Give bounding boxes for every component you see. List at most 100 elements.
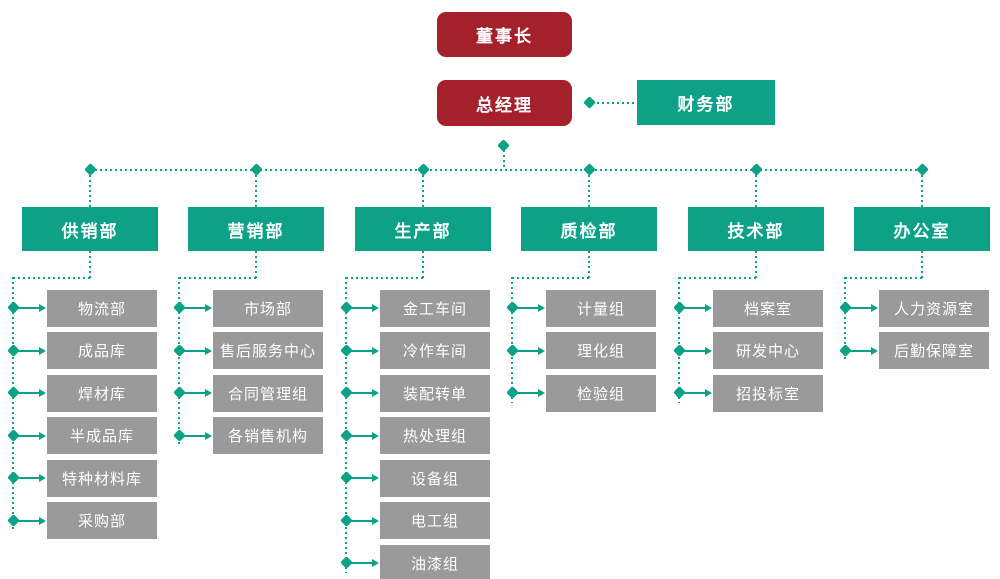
- branch-dotted-line: [255, 175, 257, 207]
- spine-dotted-line: [178, 277, 180, 446]
- arrow-line: [350, 519, 372, 522]
- sub-department-box-0-4: 特种材料库: [47, 459, 157, 497]
- sub-department-box-1-3: 各销售机构: [213, 417, 323, 454]
- arrow-icon: [372, 559, 379, 567]
- arrow-icon: [538, 346, 545, 355]
- sub-department-box-2-6: 油漆组: [380, 544, 490, 579]
- sub-department-box-2-0: 金工车间: [380, 289, 490, 327]
- arrow-icon: [372, 516, 379, 525]
- arrow-icon: [372, 431, 379, 440]
- arrow-icon: [39, 389, 46, 397]
- sub-department-box-3-1: 理化组: [546, 332, 656, 369]
- elbow-dotted-line: [179, 277, 256, 279]
- arrow-line: [350, 307, 372, 309]
- elbow-dotted-line: [512, 277, 589, 279]
- branch-diamond: [249, 163, 263, 176]
- arrow-icon: [39, 516, 46, 525]
- arrow-icon: [871, 346, 878, 355]
- spine-dotted-line: [345, 277, 347, 573]
- arrow-line: [350, 349, 372, 352]
- elbow-dotted-line: [679, 277, 756, 279]
- branch-diamond: [915, 163, 929, 176]
- branch-dotted-line: [89, 175, 91, 207]
- arrow-line: [350, 392, 372, 394]
- sub-department-box-1-2: 合同管理组: [213, 374, 323, 412]
- general-manager-box: 总经理: [437, 80, 572, 126]
- arrow-line: [17, 349, 39, 352]
- arrow-icon: [538, 389, 545, 397]
- elbow-dotted-line: [13, 277, 90, 279]
- branch-diamond: [83, 163, 97, 176]
- sub-department-box-2-2: 装配转单: [380, 374, 490, 412]
- branch-dotted-line: [921, 175, 923, 207]
- arrow-line: [17, 477, 39, 479]
- arrow-line: [683, 307, 705, 309]
- elbow-dotted-line: [845, 277, 922, 279]
- sub-department-box-0-0: 物流部: [47, 289, 157, 327]
- spine-dotted-line: [844, 277, 846, 361]
- department-box-5: 办公室: [854, 207, 990, 251]
- sub-department-box-0-5: 采购部: [47, 502, 157, 539]
- spine-dotted-line: [678, 277, 680, 403]
- chairman-box: 董事长: [437, 12, 572, 57]
- arrow-line: [183, 307, 205, 309]
- arrow-line: [17, 519, 39, 522]
- arrow-line: [17, 434, 39, 437]
- arrow-line: [683, 349, 705, 352]
- branch-dotted-line: [422, 175, 424, 207]
- elbow-dotted-line: [422, 251, 424, 278]
- branch-diamond: [582, 163, 596, 176]
- department-box-4: 技术部: [688, 207, 824, 251]
- arrow-icon: [205, 431, 212, 440]
- arrow-line: [683, 392, 705, 394]
- branch-dotted-line: [755, 175, 757, 207]
- arrow-icon: [871, 304, 878, 312]
- arrow-line: [516, 392, 538, 394]
- main-branch-line: [90, 169, 923, 171]
- elbow-dotted-line: [89, 251, 91, 278]
- sub-department-box-4-0: 档案室: [713, 289, 823, 327]
- sub-department-box-0-2: 焊材库: [47, 374, 157, 412]
- sub-department-box-4-2: 招投标室: [713, 374, 823, 412]
- arrow-icon: [205, 389, 212, 397]
- arrow-line: [183, 434, 205, 437]
- arrow-icon: [372, 474, 379, 482]
- department-box-3: 质检部: [521, 207, 657, 251]
- branch-diamond: [749, 163, 763, 176]
- arrow-icon: [372, 304, 379, 312]
- arrow-line: [17, 392, 39, 394]
- finance-box: 财务部: [637, 80, 775, 125]
- sub-department-box-3-0: 计量组: [546, 289, 656, 327]
- elbow-dotted-line: [755, 251, 757, 278]
- department-box-2: 生产部: [355, 207, 491, 251]
- arrow-icon: [372, 346, 379, 355]
- department-box-0: 供销部: [22, 207, 158, 251]
- arrow-line: [350, 477, 372, 479]
- arrow-icon: [39, 304, 46, 312]
- sub-department-box-2-1: 冷作车间: [380, 332, 490, 369]
- arrow-line: [350, 562, 372, 564]
- sub-department-box-5-0: 人力资源室: [879, 289, 989, 327]
- arrow-icon: [205, 346, 212, 355]
- elbow-dotted-line: [255, 251, 257, 278]
- arrow-icon: [205, 304, 212, 312]
- arrow-icon: [705, 389, 712, 397]
- sub-department-box-2-3: 热处理组: [380, 417, 490, 454]
- sub-department-box-0-1: 成品库: [47, 332, 157, 369]
- sub-department-box-4-1: 研发中心: [713, 332, 823, 369]
- elbow-dotted-line: [588, 251, 590, 278]
- arrow-line: [350, 434, 372, 437]
- arrow-line: [516, 307, 538, 309]
- branch-dotted-line: [588, 175, 590, 207]
- arrow-line: [849, 307, 871, 309]
- sub-department-box-2-5: 电工组: [380, 502, 490, 539]
- connector-dotted-line: [503, 150, 505, 170]
- arrow-line: [516, 349, 538, 352]
- arrow-icon: [705, 304, 712, 312]
- sub-department-box-1-1: 售后服务中心: [213, 332, 323, 369]
- elbow-dotted-line: [921, 251, 923, 278]
- sub-department-box-2-4: 设备组: [380, 459, 490, 497]
- spine-dotted-line: [511, 277, 513, 403]
- connector-dotted-line: [597, 102, 634, 104]
